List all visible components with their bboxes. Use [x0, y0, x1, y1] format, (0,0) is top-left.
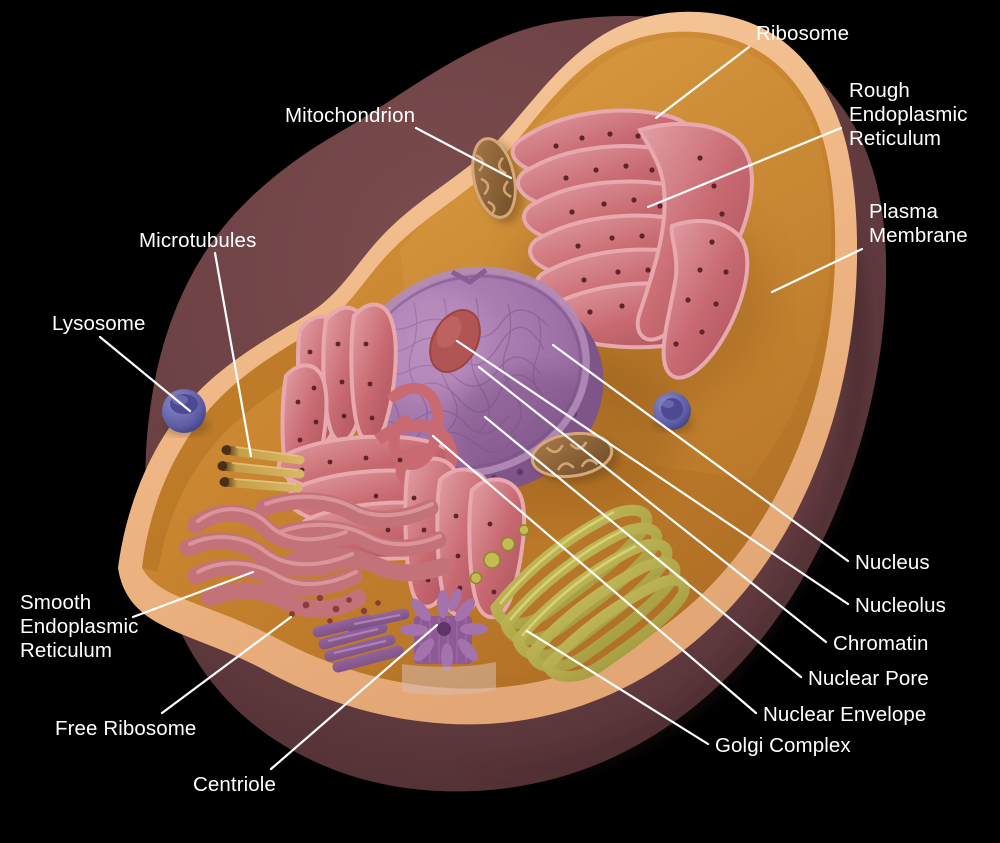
golgi-complex — [469, 504, 690, 682]
leader-line-nuclear-pore — [483, 415, 803, 679]
label-free-ribosome: Free Ribosome — [55, 717, 197, 740]
rough-endoplasmic-reticulum-upper — [510, 108, 754, 380]
label-plasma-membrane: Plasma Membrane — [869, 200, 968, 247]
nuclear-envelope-notch — [450, 268, 488, 285]
lysosome-right — [653, 392, 693, 432]
label-golgi-complex: Golgi Complex — [715, 734, 851, 757]
leader-lines — [98, 45, 864, 771]
mitochondrion-upper — [471, 137, 524, 224]
cut-plane-band — [402, 662, 496, 695]
centriole-end-on — [400, 588, 488, 671]
label-microtubules: Microtubules — [139, 229, 257, 252]
label-centriole: Centriole — [193, 773, 276, 796]
leader-line-ribosome — [654, 45, 751, 120]
leader-line-centriole — [269, 623, 439, 771]
label-nuclear-pore: Nuclear Pore — [808, 667, 929, 690]
leader-line-nucleolus — [455, 339, 850, 606]
rough-er-cisternae — [510, 108, 754, 380]
leader-line-free-ribosome — [160, 615, 293, 715]
lysosome-highlight — [662, 400, 674, 408]
leader-line-rough-er — [646, 126, 843, 209]
label-nucleolus: Nucleolus — [855, 594, 946, 617]
nucleolus-highlight — [436, 316, 462, 348]
golgi-highlights — [498, 510, 637, 637]
smooth-endoplasmic-reticulum — [179, 492, 453, 618]
leader-line-golgi-complex — [525, 629, 710, 746]
label-rough-er: Rough Endoplasmic Reticulum — [849, 79, 968, 150]
centrioles — [312, 588, 488, 673]
microtubules — [217, 445, 305, 493]
smooth-er-tubes — [179, 492, 453, 618]
centriole-triplets — [400, 588, 488, 671]
lysosome-highlight — [172, 395, 188, 405]
mitochondrion-outer-membrane — [471, 137, 517, 219]
rough-er-ribosome-dots — [553, 131, 729, 347]
leader-line-plasma-membrane — [770, 247, 864, 294]
mitochondrion-cristae — [545, 441, 599, 471]
label-ribosome: Ribosome — [756, 22, 850, 45]
smooth-er-highlights — [188, 494, 442, 587]
mitochondrion-cristae — [475, 154, 512, 217]
label-mitochondrion: Mitochondrion — [285, 104, 416, 127]
label-nucleus: Nucleus — [855, 551, 930, 574]
microtubule-ends — [219, 445, 231, 487]
label-nuclear-envelope: Nuclear Envelope — [763, 703, 927, 726]
leader-line-lysosome — [98, 335, 192, 413]
free-ribosomes — [289, 594, 381, 627]
centriole-lumen — [437, 622, 451, 636]
label-chromatin: Chromatin — [833, 632, 929, 655]
golgi-vesicles — [469, 524, 530, 585]
centriole-side-highlights — [327, 613, 401, 655]
microtubule-highlights — [231, 446, 299, 485]
microtubule-rods — [217, 445, 305, 493]
leader-line-smooth-er — [131, 570, 255, 619]
lysosome-left — [162, 389, 210, 436]
centriole-side — [312, 608, 410, 673]
label-smooth-er: Smooth Endoplasmic Reticulum — [20, 591, 139, 662]
leader-line-nuclear-envelope — [431, 434, 758, 715]
mitochondrion-lower — [530, 431, 620, 483]
leader-line-nucleus — [551, 343, 850, 563]
leader-line-chromatin — [477, 365, 828, 644]
leader-line-microtubules — [213, 251, 253, 458]
label-lysosome: Lysosome — [52, 312, 146, 335]
mitochondrion-outer-membrane — [530, 431, 614, 479]
leader-line-mitochondrion — [414, 126, 513, 180]
